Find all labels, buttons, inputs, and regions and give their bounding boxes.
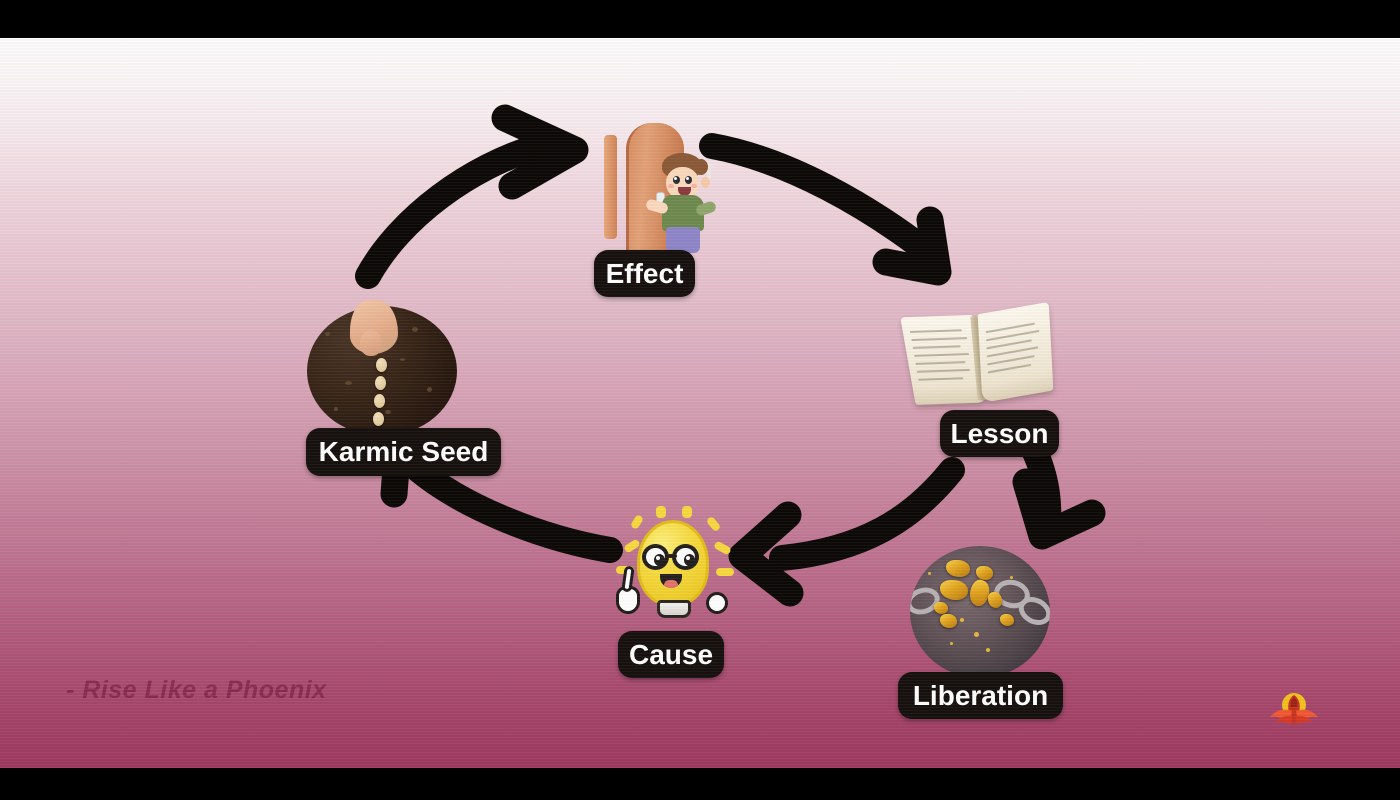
right-hand-icon bbox=[706, 592, 728, 614]
smiling-mouth-icon bbox=[660, 574, 682, 588]
glasses-left-icon bbox=[642, 544, 669, 570]
phoenix-logo-icon[interactable] bbox=[1268, 686, 1320, 736]
open-book-icon bbox=[900, 298, 1061, 418]
arrow-effect-to-lesson bbox=[699, 133, 952, 286]
person-icon bbox=[644, 153, 718, 253]
label-cause[interactable]: Cause bbox=[618, 631, 724, 678]
bulb-base-icon bbox=[657, 600, 691, 618]
node-lesson[interactable] bbox=[900, 301, 1056, 416]
label-effect-text: Effect bbox=[605, 257, 684, 289]
label-liberation[interactable]: Liberation bbox=[898, 672, 1063, 719]
node-karmic-seed[interactable] bbox=[307, 300, 457, 436]
node-effect[interactable] bbox=[600, 123, 718, 258]
hand-icon bbox=[350, 300, 398, 356]
letterbox-bottom bbox=[0, 768, 1400, 800]
tagline-text: - Rise Like a Phoenix bbox=[66, 676, 327, 704]
node-liberation[interactable] bbox=[910, 546, 1050, 678]
broken-golden-chains-icon bbox=[910, 546, 1050, 678]
door-knob-icon bbox=[657, 193, 664, 206]
label-liberation-text: Liberation bbox=[912, 679, 1049, 711]
door-leaf-icon bbox=[604, 135, 617, 239]
label-karmic-seed[interactable]: Karmic Seed bbox=[306, 428, 501, 476]
label-lesson[interactable]: Lesson bbox=[940, 410, 1059, 457]
label-karmic-seed-text: Karmic Seed bbox=[318, 436, 489, 467]
node-cause[interactable] bbox=[610, 506, 740, 638]
label-cause-text: Cause bbox=[628, 638, 714, 670]
label-lesson-text: Lesson bbox=[950, 417, 1049, 449]
letterbox-top bbox=[0, 0, 1400, 38]
arrow-karmic-seed-to-effect bbox=[355, 104, 589, 289]
label-effect[interactable]: Effect bbox=[594, 250, 695, 297]
diagram-stage: Karmic Seed bbox=[0, 38, 1400, 768]
